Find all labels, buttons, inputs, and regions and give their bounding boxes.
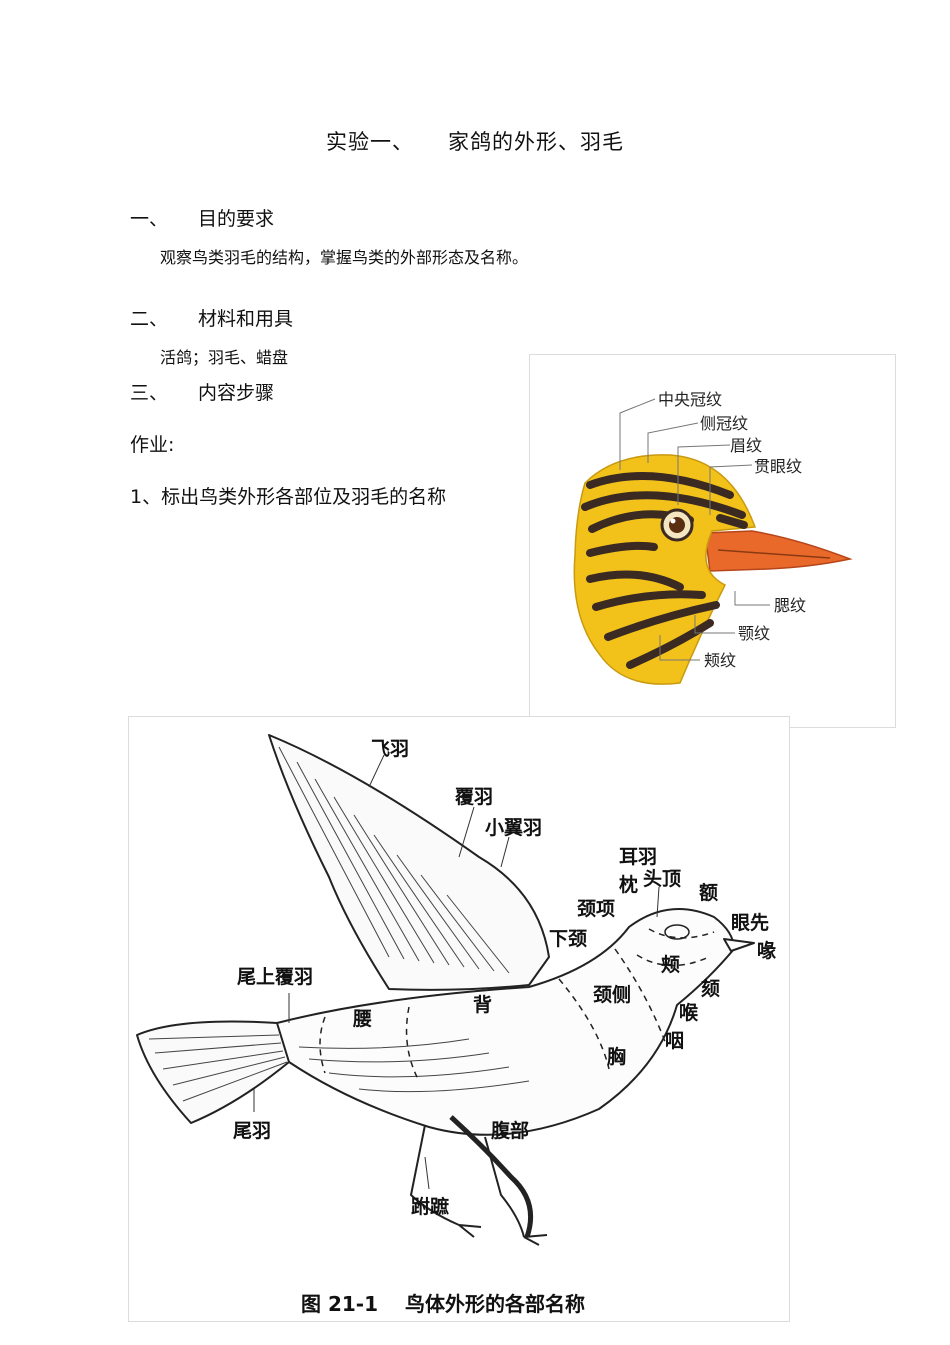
label-cheek-stripe: 颊纹 (704, 651, 736, 670)
leg-right (484, 1136, 525, 1238)
label-upper-tail-coverts: 尾上覆羽 (237, 966, 313, 988)
section-2-heading: 二、材料和用具 (130, 308, 294, 330)
leg-left (410, 1124, 460, 1226)
region-boundaries (319, 928, 715, 1082)
label-occiput: 枕 (619, 873, 638, 896)
page-title: 实验一、家鸽的外形、羽毛 (326, 130, 624, 154)
label-chin: 颏 (701, 977, 720, 1000)
label-eyebrow-stripe: 眉纹 (730, 436, 762, 455)
homework-item-1: 1、标出鸟类外形各部位及羽毛的名称 (130, 486, 447, 508)
tail-shape (136, 1020, 290, 1124)
label-beak: 喙 (757, 939, 776, 962)
bird-head-illustration: 中央冠纹 侧冠纹 眉纹 贯眼纹 腮纹 颚纹 颊纹 (573, 390, 853, 685)
leader-lines (619, 398, 770, 661)
label-flight-feathers: 飞羽 (371, 738, 409, 760)
label-crown: 头顶 (643, 868, 681, 890)
wing-shape (268, 734, 550, 991)
bird-head-figure: 中央冠纹 侧冠纹 眉纹 贯眼纹 腮纹 颚纹 颊纹 (529, 354, 896, 728)
label-neck-side: 颈侧 (593, 984, 631, 1006)
branch (449, 1115, 534, 1238)
label-cheek: 颊 (661, 953, 680, 976)
bird-body-illustration: 飞羽 覆羽 小翼羽 耳羽 枕 头顶 额 眼先 喙 颈项 下颈 颊 颏 喉 咽 颈… (136, 734, 776, 1316)
beak-outline (723, 938, 755, 952)
body-shape (271, 908, 735, 1136)
label-belly: 腹部 (490, 1119, 529, 1142)
label-malar-stripe: 腮纹 (774, 596, 806, 615)
section-1-heading: 一、目的要求 (130, 208, 275, 230)
label-chest: 胸 (607, 1045, 626, 1068)
label-back: 背 (473, 993, 492, 1016)
label-lower-neck: 下颈 (549, 928, 587, 950)
label-rump: 腰 (352, 1008, 372, 1030)
label-pharynx: 咽 (665, 1030, 684, 1052)
label-tarsus: 跗蹠 (411, 1195, 449, 1218)
eye-outline (664, 924, 690, 940)
label-alula: 小翼羽 (485, 817, 542, 839)
figure-number: 图 21-1 (301, 1292, 378, 1316)
beak-shape (704, 530, 853, 572)
feather-hatching (148, 746, 530, 1102)
label-tail-feathers: 尾羽 (233, 1120, 271, 1142)
label-ear-coverts: 耳羽 (619, 846, 657, 868)
bird-body-figure: 飞羽 覆羽 小翼羽 耳羽 枕 头顶 额 眼先 喙 颈项 下颈 颊 颏 喉 咽 颈… (128, 716, 790, 1322)
label-throat: 喉 (679, 1001, 699, 1024)
label-forehead: 额 (699, 881, 718, 904)
section-3-heading: 三、内容步骤 (130, 382, 275, 404)
figure-caption: 鸟体外形的各部名称 (405, 1292, 585, 1316)
leader-lines (253, 754, 660, 1190)
label-lore: 眼先 (731, 911, 769, 934)
label-covert-feathers: 覆羽 (454, 786, 493, 808)
section-2-body: 活鸽；羽毛、蜡盘 (160, 348, 289, 367)
label-lateral-crown-stripe: 侧冠纹 (700, 414, 748, 433)
label-central-crown-stripe: 中央冠纹 (658, 390, 722, 409)
label-nape: 颈项 (577, 898, 615, 920)
label-eye-stripe: 贯眼纹 (754, 457, 802, 476)
label-jaw-stripe: 颚纹 (738, 624, 770, 643)
homework-label: 作业: (130, 434, 175, 456)
section-1-body: 观察鸟类羽毛的结构，掌握鸟类的外部形态及名称。 (160, 248, 529, 267)
